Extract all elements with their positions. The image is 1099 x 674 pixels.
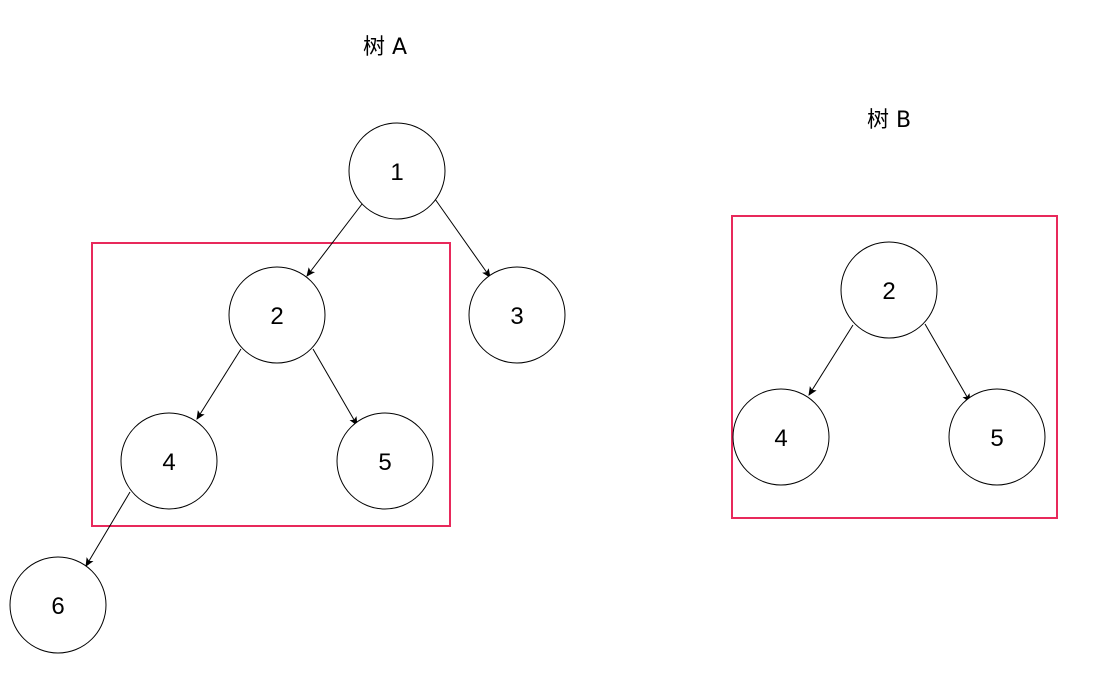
node-label: 3 xyxy=(510,303,523,330)
tree-b-title: 树 B xyxy=(867,108,911,133)
node-label: 4 xyxy=(774,425,787,452)
tree-b: 树 B 2 4 5 xyxy=(731,108,1058,519)
edge-a-2-5 xyxy=(312,348,358,426)
node-label: 5 xyxy=(990,425,1003,452)
tree-a-title: 树 A xyxy=(363,35,407,60)
tree-a-node-3: 3 xyxy=(468,266,566,364)
edge-a-2-4 xyxy=(196,348,242,420)
tree-a-node-4: 4 xyxy=(120,412,218,510)
edge-a-1-3 xyxy=(434,198,491,278)
tree-a-subtree-highlight xyxy=(91,242,451,527)
node-label: 6 xyxy=(51,593,64,620)
tree-b-node-2: 2 xyxy=(840,241,938,339)
edge-b-2-4 xyxy=(808,324,854,396)
node-label: 1 xyxy=(390,159,403,186)
edge-b-2-5 xyxy=(924,323,971,403)
node-label: 5 xyxy=(378,449,391,476)
node-label: 2 xyxy=(882,278,895,305)
tree-a-node-1: 1 xyxy=(348,122,446,220)
tree-a-node-6: 6 xyxy=(9,556,107,654)
tree-b-node-4: 4 xyxy=(732,388,830,486)
node-label: 2 xyxy=(270,303,283,330)
tree-b-highlight xyxy=(731,215,1058,519)
tree-b-node-5: 5 xyxy=(948,388,1046,486)
edge-a-1-2 xyxy=(306,203,363,277)
tree-a-node-2: 2 xyxy=(228,266,326,364)
node-label: 4 xyxy=(162,449,175,476)
edge-a-4-6 xyxy=(85,491,131,567)
tree-a-node-5: 5 xyxy=(336,412,434,510)
tree-a: 树 A 1 2 3 4 5 6 xyxy=(9,35,566,654)
